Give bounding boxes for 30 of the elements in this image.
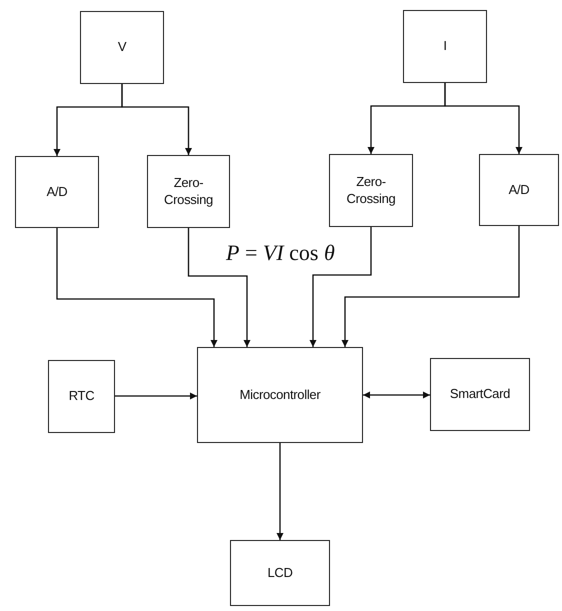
block-box: [80, 11, 164, 84]
block-box: [479, 154, 559, 226]
arrow: [310, 227, 372, 347]
arrow: [56, 228, 218, 347]
block-label: SmartCard: [450, 386, 510, 403]
block-label: I: [443, 38, 447, 55]
block-box: [147, 155, 230, 228]
arrow: [342, 226, 520, 347]
block-box: [403, 10, 487, 83]
block-label: V: [118, 39, 126, 56]
block-box: [430, 358, 530, 431]
arrow: [363, 392, 430, 398]
block-box: [48, 360, 115, 433]
arrow: [276, 443, 284, 540]
block-label: A/D: [508, 182, 530, 198]
block-label: Microcontroller: [240, 386, 320, 404]
block-label: RTC: [68, 388, 94, 405]
formula-label: P = VI cos θ: [226, 240, 335, 266]
block-label: Zero-Crossing: [163, 175, 214, 208]
block-label: LCD: [267, 564, 293, 582]
block-label: Zero-Crossing: [346, 174, 396, 207]
block-box: [230, 540, 330, 606]
arrow: [188, 228, 250, 347]
arrow: [115, 392, 197, 400]
block-label: A/D: [46, 184, 68, 200]
block-box: [15, 156, 99, 228]
block-box: [329, 154, 413, 227]
arrow: [444, 83, 522, 154]
block-box: [197, 347, 363, 443]
arrow: [121, 84, 192, 155]
